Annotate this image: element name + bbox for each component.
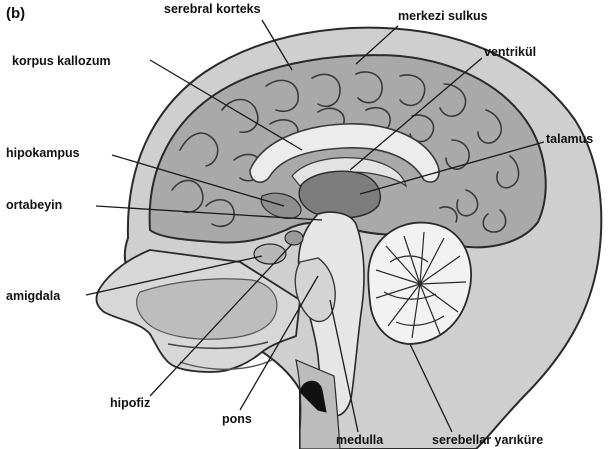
- label-korpus-kallozum-text: korpus kallozum: [12, 54, 111, 68]
- label-merkezi-sulkus-text: merkezi sulkus: [398, 9, 488, 23]
- panel-label: (b): [6, 5, 25, 22]
- label-serebellar-yarikure-text: serebellar yarıküre: [432, 433, 543, 447]
- thalamus-shape: [299, 171, 380, 218]
- label-ortabeyin-text: ortabeyin: [6, 198, 62, 212]
- label-hipokampus-text: hipokampus: [6, 146, 80, 160]
- label-medulla-text: medulla: [336, 433, 384, 447]
- amygdala-shape: [254, 244, 286, 264]
- label-amigdala-text: amigdala: [6, 289, 61, 303]
- label-talamus-text: talamus: [546, 132, 593, 146]
- pituitary-shape: [285, 231, 303, 245]
- nasal-cavity: [137, 279, 277, 339]
- label-pons-text: pons: [222, 412, 252, 426]
- label-serebral-korteks-text: serebral korteks: [164, 2, 261, 16]
- label-ventrikul-text: ventrikül: [484, 45, 536, 59]
- label-hipofiz-text: hipofiz: [110, 396, 150, 410]
